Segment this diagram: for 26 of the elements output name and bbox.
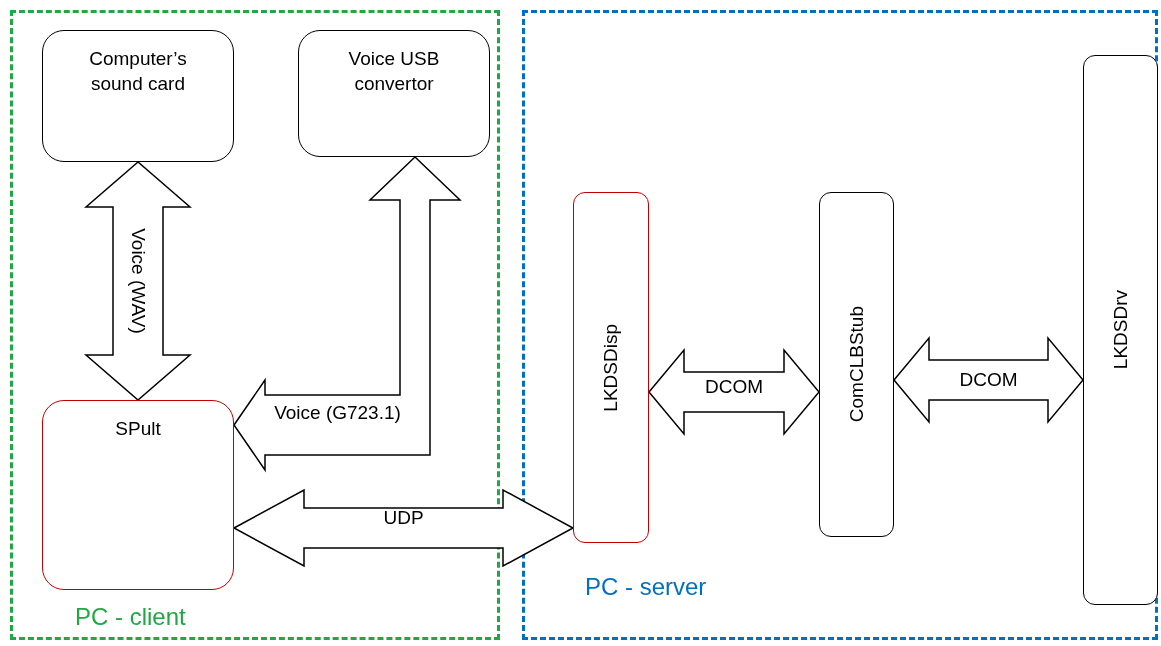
edge-label: DCOM xyxy=(704,376,764,398)
component-box xyxy=(298,30,490,157)
component-box xyxy=(42,400,234,590)
component-box xyxy=(573,192,649,543)
component-box xyxy=(42,30,234,162)
box-label: SPult xyxy=(115,417,161,441)
edge-label: Voice (WAV) xyxy=(127,228,149,334)
block-arrow xyxy=(233,155,462,473)
component-box xyxy=(1083,55,1158,605)
block-arrow xyxy=(232,488,574,568)
edge-label: DCOM xyxy=(959,369,1018,391)
edge-label: Voice (G723.1) xyxy=(274,402,401,424)
box-label: Voice USB convertor xyxy=(347,47,441,96)
group-label: PC - server xyxy=(585,573,707,601)
component-box xyxy=(819,192,894,537)
dashed-group-frame xyxy=(10,10,500,640)
block-arrow xyxy=(84,161,192,401)
box-label: LKDSDisp xyxy=(600,323,622,412)
box-label: ComCLBStub xyxy=(845,306,868,423)
box-label: LKDSDrv xyxy=(1109,290,1132,370)
box-label: Computer’s sound card xyxy=(88,47,188,96)
dashed-group-frame xyxy=(522,10,1158,640)
edge-label: UDP xyxy=(383,507,424,529)
group-label: PC - client xyxy=(75,603,186,631)
block-arrow xyxy=(893,335,1084,425)
block-arrow xyxy=(648,347,820,437)
